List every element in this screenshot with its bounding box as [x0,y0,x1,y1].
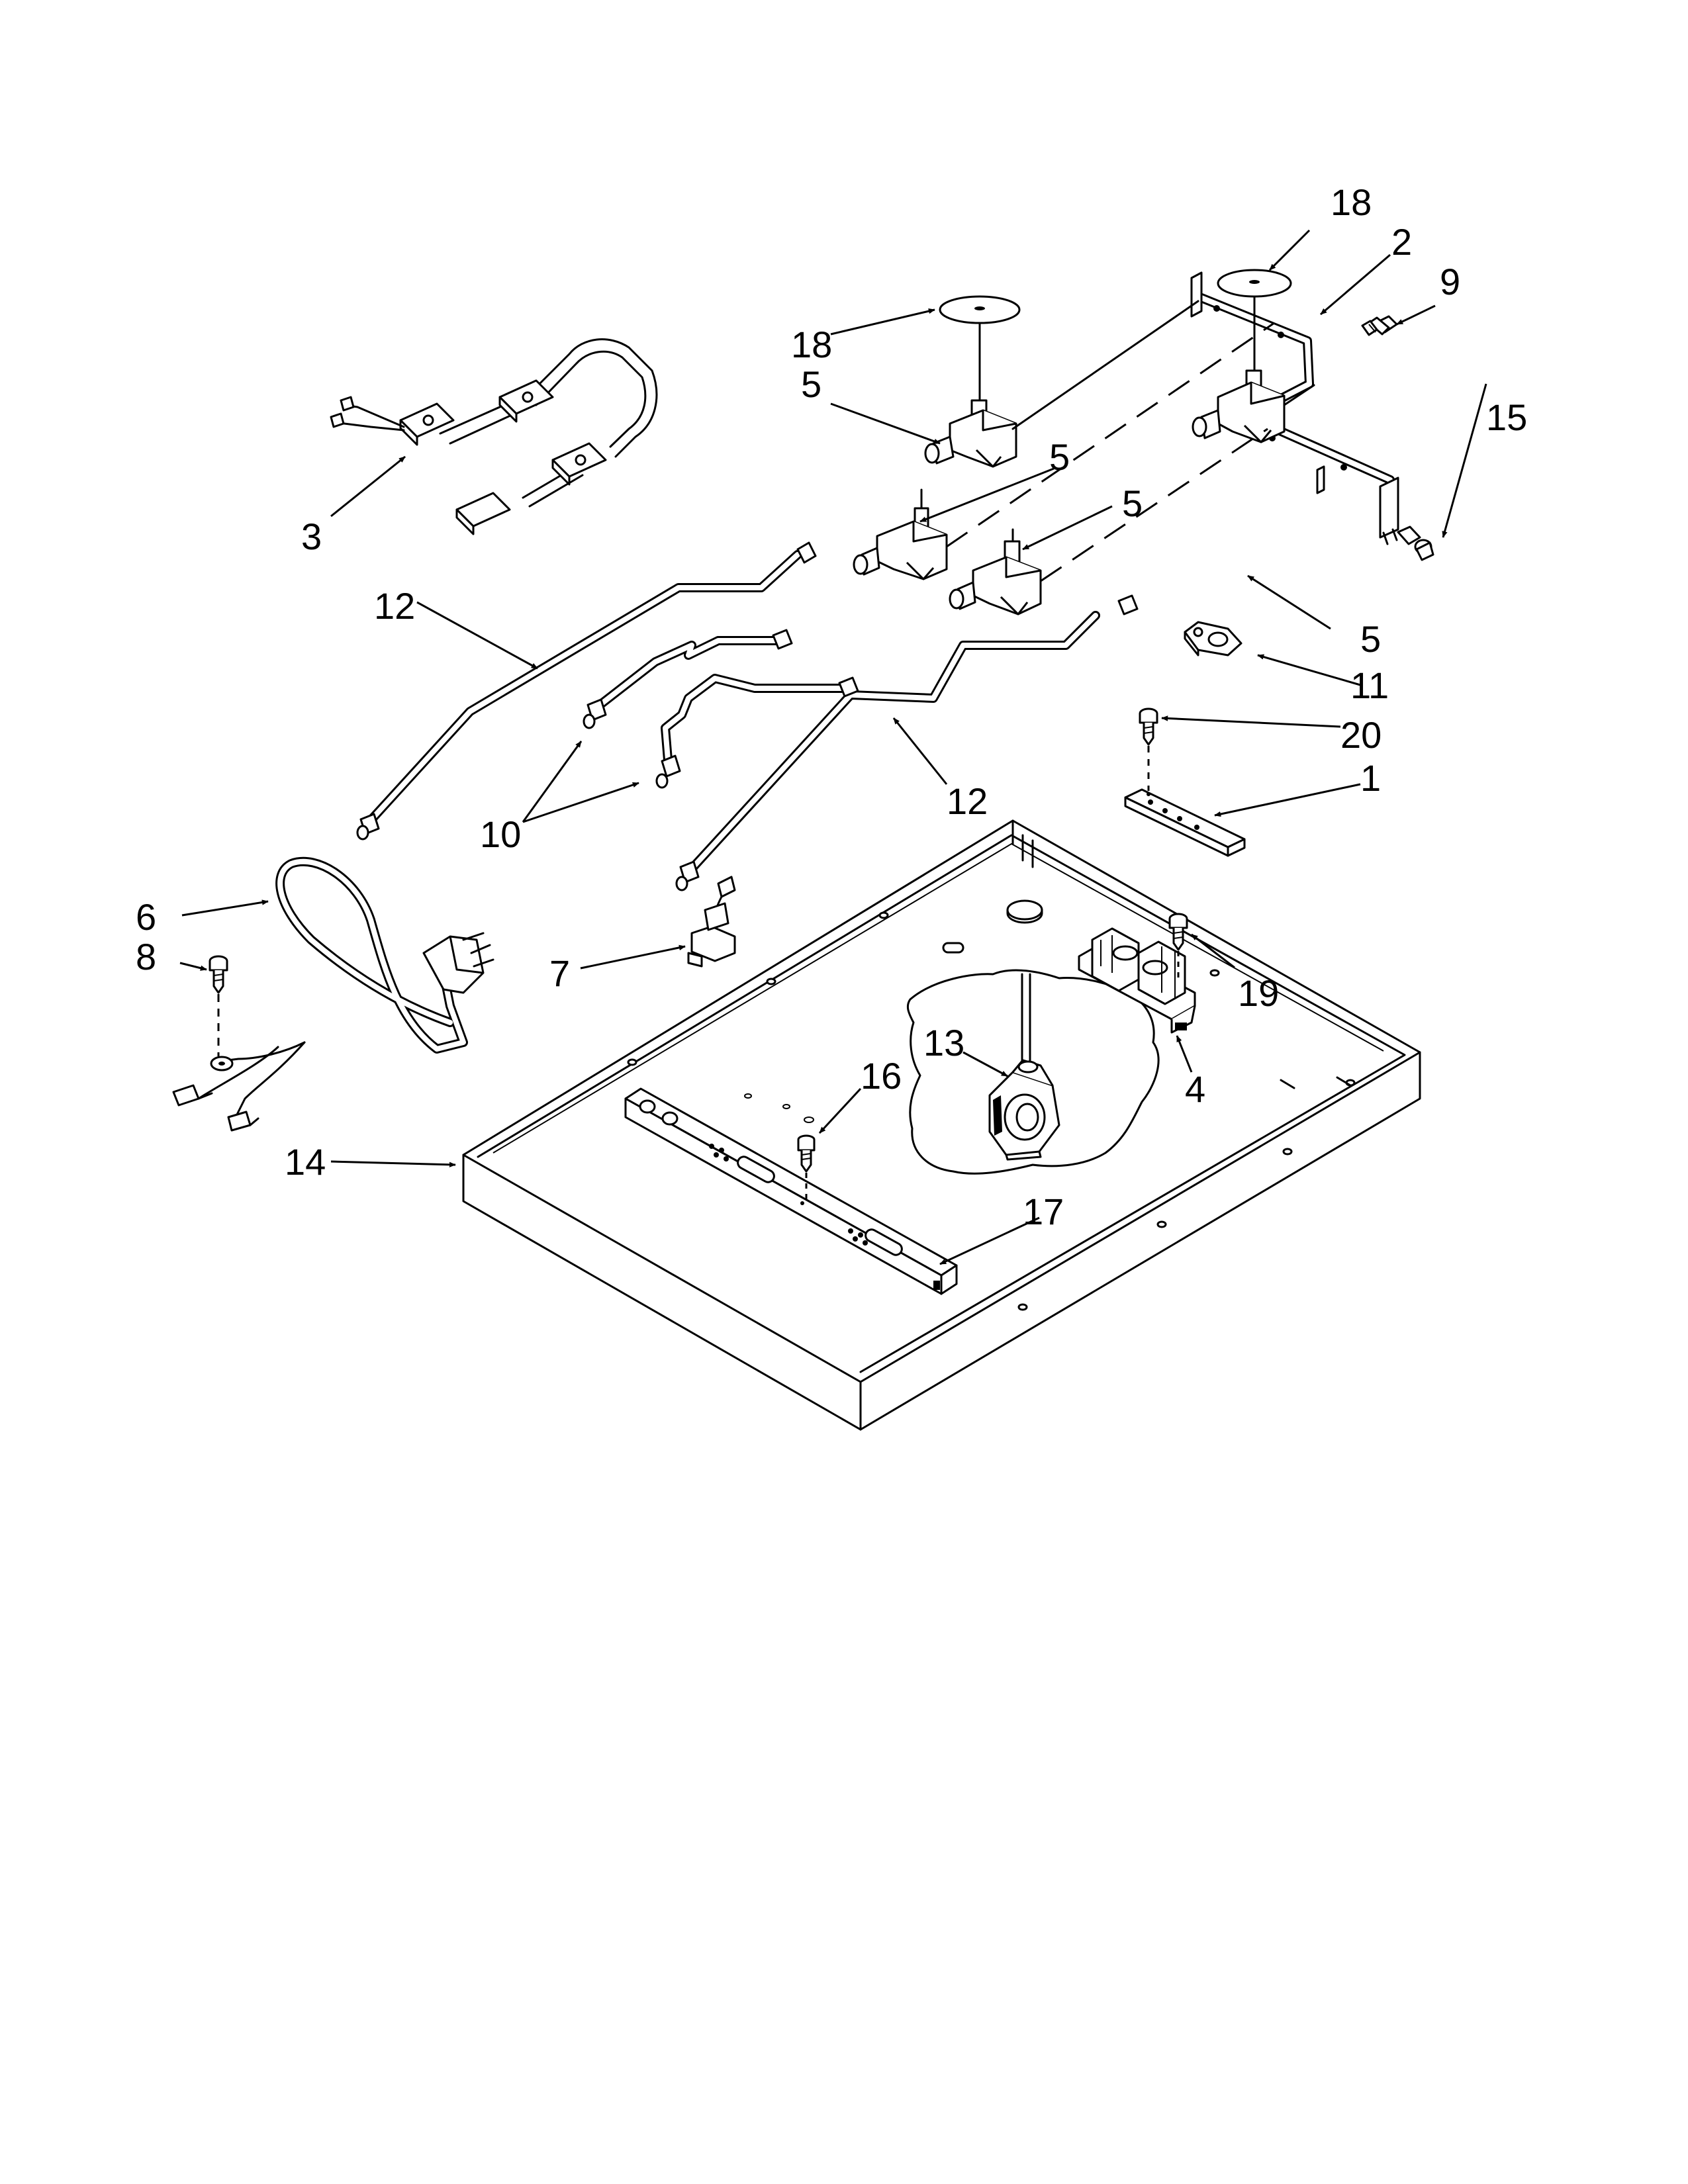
power-cord [172,856,494,1132]
screw-20 [1139,707,1158,791]
callout-16: 16 [861,1055,902,1097]
spark-module [1078,927,1196,1034]
burner-valve-1 [924,295,1021,468]
callout-5d: 5 [1360,618,1381,660]
callout-13: 13 [923,1022,964,1064]
igniter-harness [330,338,658,535]
callout-4: 4 [1185,1068,1205,1110]
callout-5a: 5 [801,363,821,405]
manifold-bracket [624,1087,958,1295]
callout-5c: 5 [1122,482,1143,524]
screw-19 [1168,913,1188,979]
callout-3: 3 [301,516,322,557]
leader-lines [179,229,1487,1265]
callout-labels: 1 2 3 4 5 5 5 5 6 7 8 9 10 11 12 12 13 1… [136,181,1527,1232]
callout-2: 2 [1391,221,1412,263]
callout-12b: 12 [947,780,988,822]
callout-6: 6 [136,896,156,938]
callout-5b: 5 [1049,436,1070,478]
burner-valve-4 [1192,269,1292,443]
callout-8: 8 [136,936,156,978]
screw-15 [1397,525,1434,561]
callout-17: 17 [1023,1191,1064,1232]
callout-11: 11 [1350,664,1389,706]
valve-centerlines [946,300,1315,582]
screw-16 [797,1134,816,1203]
gasket [1184,621,1243,657]
callout-18b: 18 [1331,181,1372,223]
callout-10: 10 [480,813,521,855]
callout-15: 15 [1486,396,1527,438]
screw-9 [1361,315,1398,336]
callout-7: 7 [549,952,570,994]
burner-valve-3 [949,528,1042,615]
callout-12a: 12 [374,585,415,627]
callout-19: 19 [1238,972,1279,1014]
burner-valve-2 [853,488,948,580]
callout-20: 20 [1340,714,1382,756]
gas-tubes [363,550,1100,877]
igniter-switch [687,876,736,968]
callout-14: 14 [285,1141,326,1183]
callout-1: 1 [1360,757,1381,799]
screw-8 [209,955,228,1056]
callout-9: 9 [1440,261,1460,302]
mounting-bracket [1124,788,1246,857]
callout-18a: 18 [791,324,832,365]
burner-box [462,819,1421,1431]
floor-cutaway [906,969,1160,1175]
tube-fittings [356,541,1139,891]
